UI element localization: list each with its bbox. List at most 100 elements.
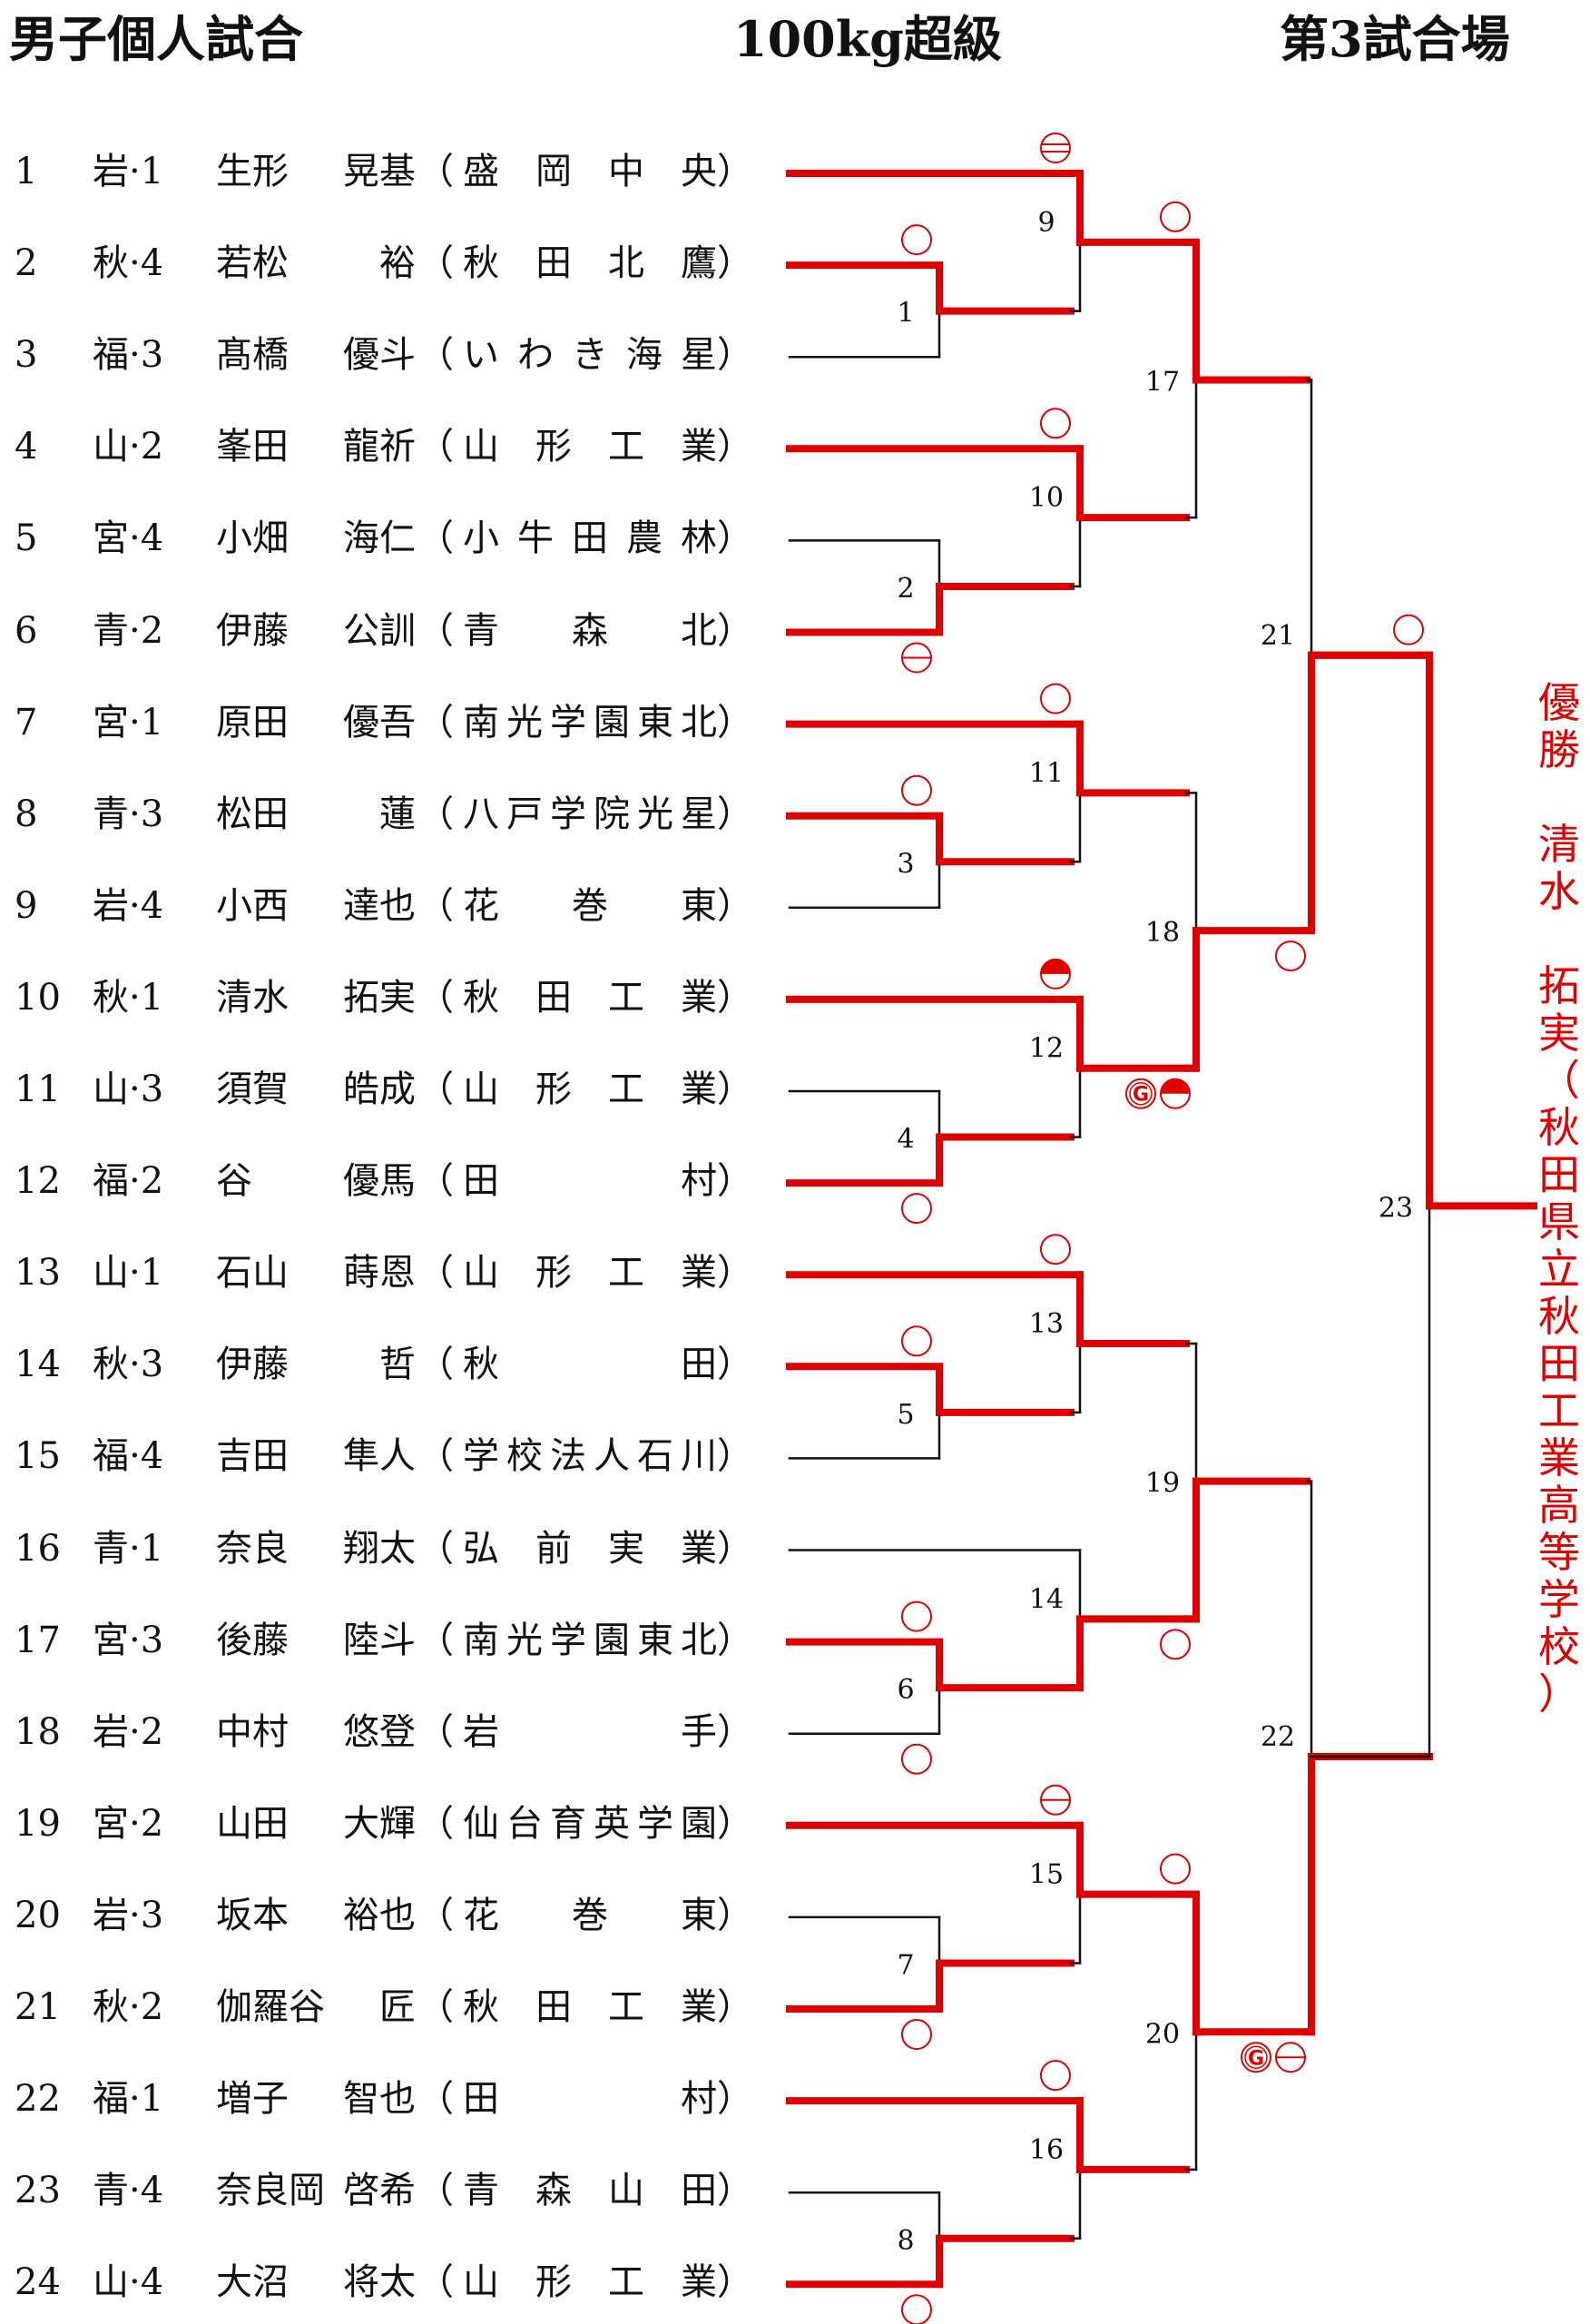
entry-close-paren: ） <box>717 884 753 927</box>
entry-prefecture: 福·4 <box>93 1435 164 1478</box>
entry-open-paren: （ <box>417 2261 454 2304</box>
entry-school-char: 岩 <box>463 1710 499 1753</box>
entry-school-char: 秋 <box>463 976 499 1019</box>
entry-open-paren: （ <box>417 976 454 1019</box>
entry-given-name: 蓮 <box>379 793 416 835</box>
entry-given-name: 海仁 <box>343 517 416 560</box>
result-mark-circle <box>901 2019 932 2050</box>
entry-name: 清水拓実 <box>216 970 416 1025</box>
entry-open-paren: （ <box>417 1802 454 1845</box>
entry-close-paren: ） <box>717 426 753 468</box>
entry-school: 弘前実業 <box>463 1521 717 1576</box>
entry-number: 11 <box>15 1068 61 1110</box>
entry-name: 小畑 海仁 <box>216 511 416 566</box>
entry-open-paren: （ <box>417 1344 454 1386</box>
entry-name: 原田優吾 <box>216 695 416 750</box>
entry-prefecture: 宮·1 <box>93 701 164 743</box>
champion-name-char: 実 <box>1538 1009 1580 1058</box>
entry-number: 6 <box>15 609 38 652</box>
entry-number: 19 <box>15 1802 61 1845</box>
entry-close-paren: ） <box>717 1160 753 1203</box>
match-number: 9 <box>1037 207 1055 239</box>
entry-school-char: 星 <box>681 793 717 835</box>
entry-school-char: 山 <box>463 426 499 468</box>
entry-school: 花巻東 <box>463 879 717 933</box>
entry-name: 坂本裕也 <box>216 1888 416 1943</box>
entry-open-paren: （ <box>417 151 454 192</box>
entry-close-paren: ） <box>717 1894 753 1936</box>
entry-family-name: 清水 <box>216 976 289 1019</box>
entry-open-paren: （ <box>417 517 454 560</box>
entry-given-name: 皓成 <box>343 1068 416 1110</box>
entry-prefecture: 福·1 <box>93 2078 164 2121</box>
entry-close-paren: ） <box>717 2170 753 2212</box>
entry-open-paren: （ <box>417 1527 454 1570</box>
entry-given-name: 匠 <box>379 1986 416 2028</box>
result-mark-half <box>1040 958 1071 990</box>
entry-prefecture: 秋·2 <box>93 1986 164 2028</box>
result-mark-circle <box>1040 408 1071 439</box>
match-number: 4 <box>897 1124 914 1156</box>
entry-school-char: 秋 <box>463 242 499 285</box>
entry-school-char: 牛 <box>517 517 554 560</box>
entry-prefecture: 青·1 <box>93 1527 164 1570</box>
entry-given-name: 蒔恩 <box>343 1252 416 1295</box>
entry-school-char: 石 <box>637 1435 673 1478</box>
entry-open-paren: （ <box>417 1160 454 1203</box>
entry-school-char: 北 <box>681 701 717 743</box>
result-mark-G: G <box>1125 1078 1156 1109</box>
entry-school-char: 岡 <box>535 151 572 192</box>
entry-school-char: 人 <box>594 1435 630 1478</box>
entry-school-char: 前 <box>535 1527 572 1570</box>
entry-given-name: 隼人 <box>343 1435 416 1478</box>
entry-given-name: 裕也 <box>343 1894 416 1936</box>
entry-close-paren: ） <box>717 1252 753 1295</box>
entry-school: 小牛田農林 <box>463 511 717 566</box>
entry-number: 16 <box>15 1527 61 1570</box>
match-number: 19 <box>1145 1468 1180 1500</box>
entry-close-paren: ） <box>717 1068 753 1110</box>
entry-school-char: 業 <box>681 426 717 468</box>
entry-school-char: 田 <box>681 1344 717 1386</box>
entry-name: 奈良翔太 <box>216 1521 416 1576</box>
entry-name: 谷優馬 <box>216 1154 416 1208</box>
result-mark-circle <box>1040 2060 1071 2092</box>
entry-family-name: 小畑 <box>216 517 289 560</box>
entry-number: 4 <box>15 426 38 468</box>
match-number: 21 <box>1261 620 1295 652</box>
entry-given-name: 公訓 <box>343 609 416 652</box>
entry-prefecture: 秋·3 <box>93 1344 164 1386</box>
champion-school-char: 工 <box>1538 1386 1580 1435</box>
entry-name: 奈良岡啓希 <box>216 2163 416 2218</box>
result-mark-circle <box>1040 683 1071 714</box>
entry-number: 9 <box>15 884 38 927</box>
match-number: 23 <box>1379 1192 1413 1224</box>
entry-number: 18 <box>15 1710 61 1753</box>
entry-close-paren: ） <box>717 517 753 560</box>
venue-label: 第3試合場 <box>1280 10 1510 68</box>
entry-school-char: 田 <box>572 517 608 560</box>
entry-prefecture: 福·3 <box>93 334 164 377</box>
entry-family-name: 髙橋 <box>216 334 289 377</box>
entry-given-name: 翔太 <box>343 1527 416 1570</box>
match-number: 6 <box>897 1674 914 1706</box>
entry-school-char: 光 <box>506 1619 543 1661</box>
entry-school: 仙台育英学園 <box>463 1797 717 1851</box>
entry-name: 山田大輝 <box>216 1797 416 1851</box>
entry-school-char: 形 <box>535 1068 572 1110</box>
entry-name: 吉田隼人 <box>216 1429 416 1483</box>
entry-name: 伽羅谷匠 <box>216 1980 416 2034</box>
entry-family-name: 松田 <box>216 793 289 835</box>
champion-school-char: 高 <box>1538 1481 1580 1530</box>
entry-prefecture: 岩·3 <box>93 1894 164 1936</box>
entry-family-name: 中村 <box>216 1710 289 1753</box>
